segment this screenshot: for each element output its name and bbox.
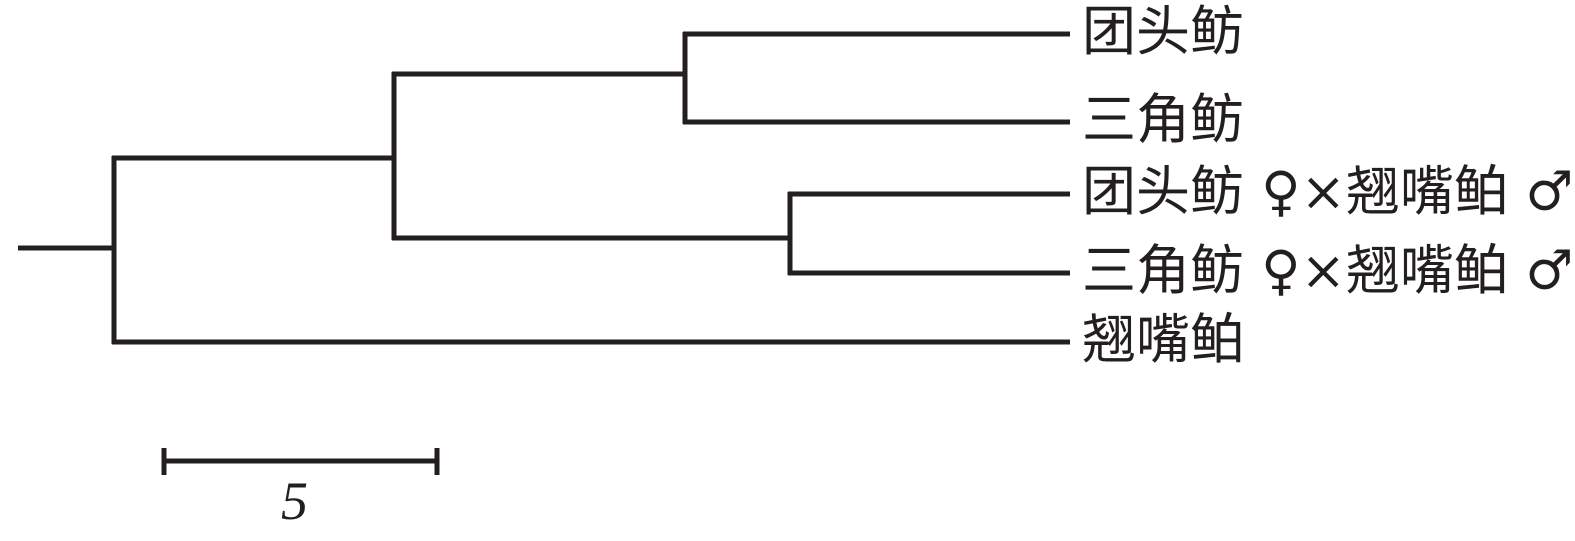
tip-label-4: 三角鲂 ♀×翘嘴鲌 ♂ (1082, 239, 1574, 302)
tip-label-3: 团头鲂 ♀×翘嘴鲌 ♂ (1082, 160, 1574, 223)
tip-label-5: 翘嘴鲌 (1082, 308, 1244, 371)
tip-label-2: 三角鲂 (1082, 88, 1244, 151)
tip-label-1: 团头鲂 (1082, 0, 1244, 63)
scale-bar-label: 5 (281, 471, 308, 531)
